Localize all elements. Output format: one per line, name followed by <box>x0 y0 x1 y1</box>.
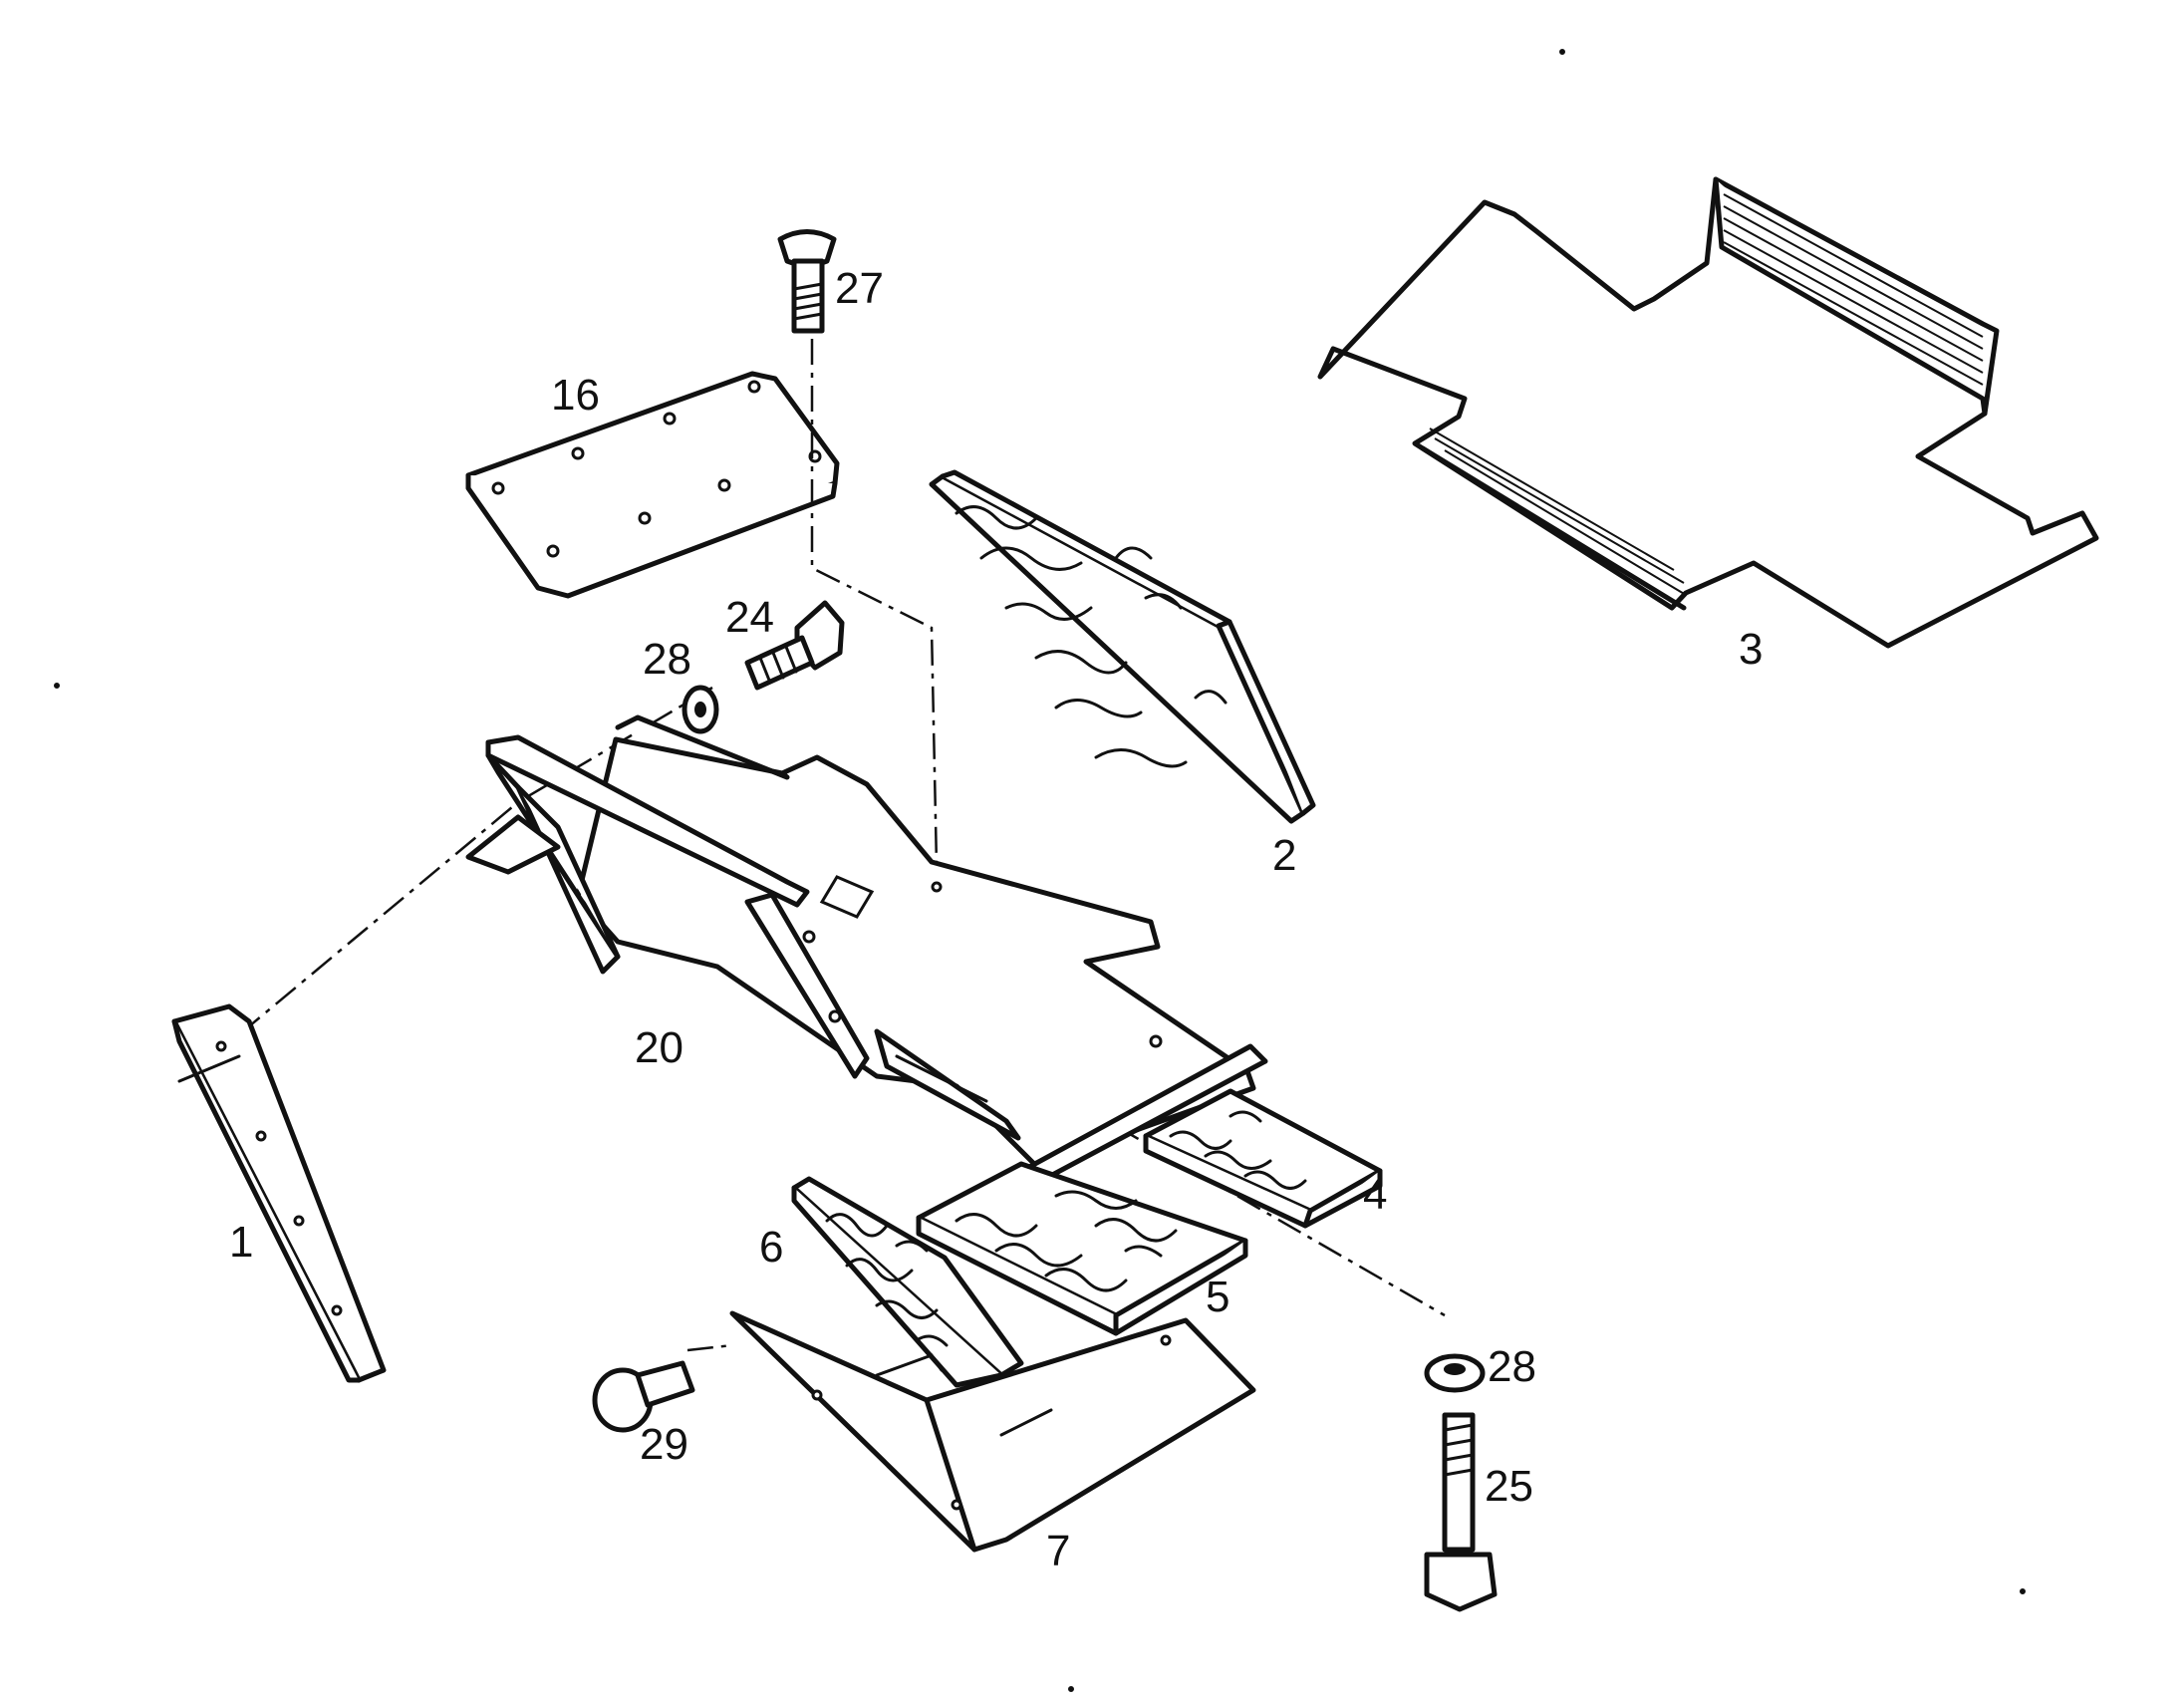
speck <box>1559 49 1565 55</box>
leader-29-to-7 <box>686 1343 733 1352</box>
label-part-1: 1 <box>229 1218 254 1267</box>
label-part-24: 24 <box>725 593 774 642</box>
leader-27-to-base <box>810 339 939 868</box>
label-part-29: 29 <box>640 1420 688 1469</box>
part-2-pad <box>929 469 1316 824</box>
part-25-hex-bolt <box>1424 1412 1498 1612</box>
label-part-6: 6 <box>759 1223 784 1272</box>
part-24-bolt <box>744 600 845 691</box>
part-27-bolt <box>777 229 837 334</box>
label-part-25: 25 <box>1485 1462 1533 1511</box>
part-3-floor-mat <box>1317 176 2099 649</box>
part-4-pad <box>1143 1088 1383 1229</box>
part-1-angle-bracket <box>171 1003 387 1383</box>
label-part-4: 4 <box>1363 1170 1388 1219</box>
part-29-plug <box>592 1360 695 1433</box>
speck <box>54 683 60 689</box>
label-part-20: 20 <box>635 1023 683 1072</box>
part-28-washer-lower <box>1424 1353 1486 1393</box>
part-7-bracket <box>729 1310 1256 1553</box>
part-6-pad <box>791 1176 1024 1388</box>
label-part-28-lower: 28 <box>1488 1342 1536 1391</box>
part-16-plate <box>465 371 840 599</box>
label-part-2: 2 <box>1272 831 1297 880</box>
label-part-7: 7 <box>1046 1527 1071 1575</box>
part-5-pad <box>916 1161 1248 1336</box>
part-20-base-frame <box>465 714 1268 1184</box>
label-part-3: 3 <box>1739 625 1764 674</box>
label-part-28-upper: 28 <box>643 635 691 684</box>
label-part-5: 5 <box>1206 1273 1230 1321</box>
part-28-washer-upper <box>682 685 719 734</box>
speck <box>1068 1686 1074 1692</box>
label-part-27: 27 <box>835 264 884 313</box>
speck <box>2020 1588 2026 1594</box>
label-part-16: 16 <box>551 371 600 420</box>
